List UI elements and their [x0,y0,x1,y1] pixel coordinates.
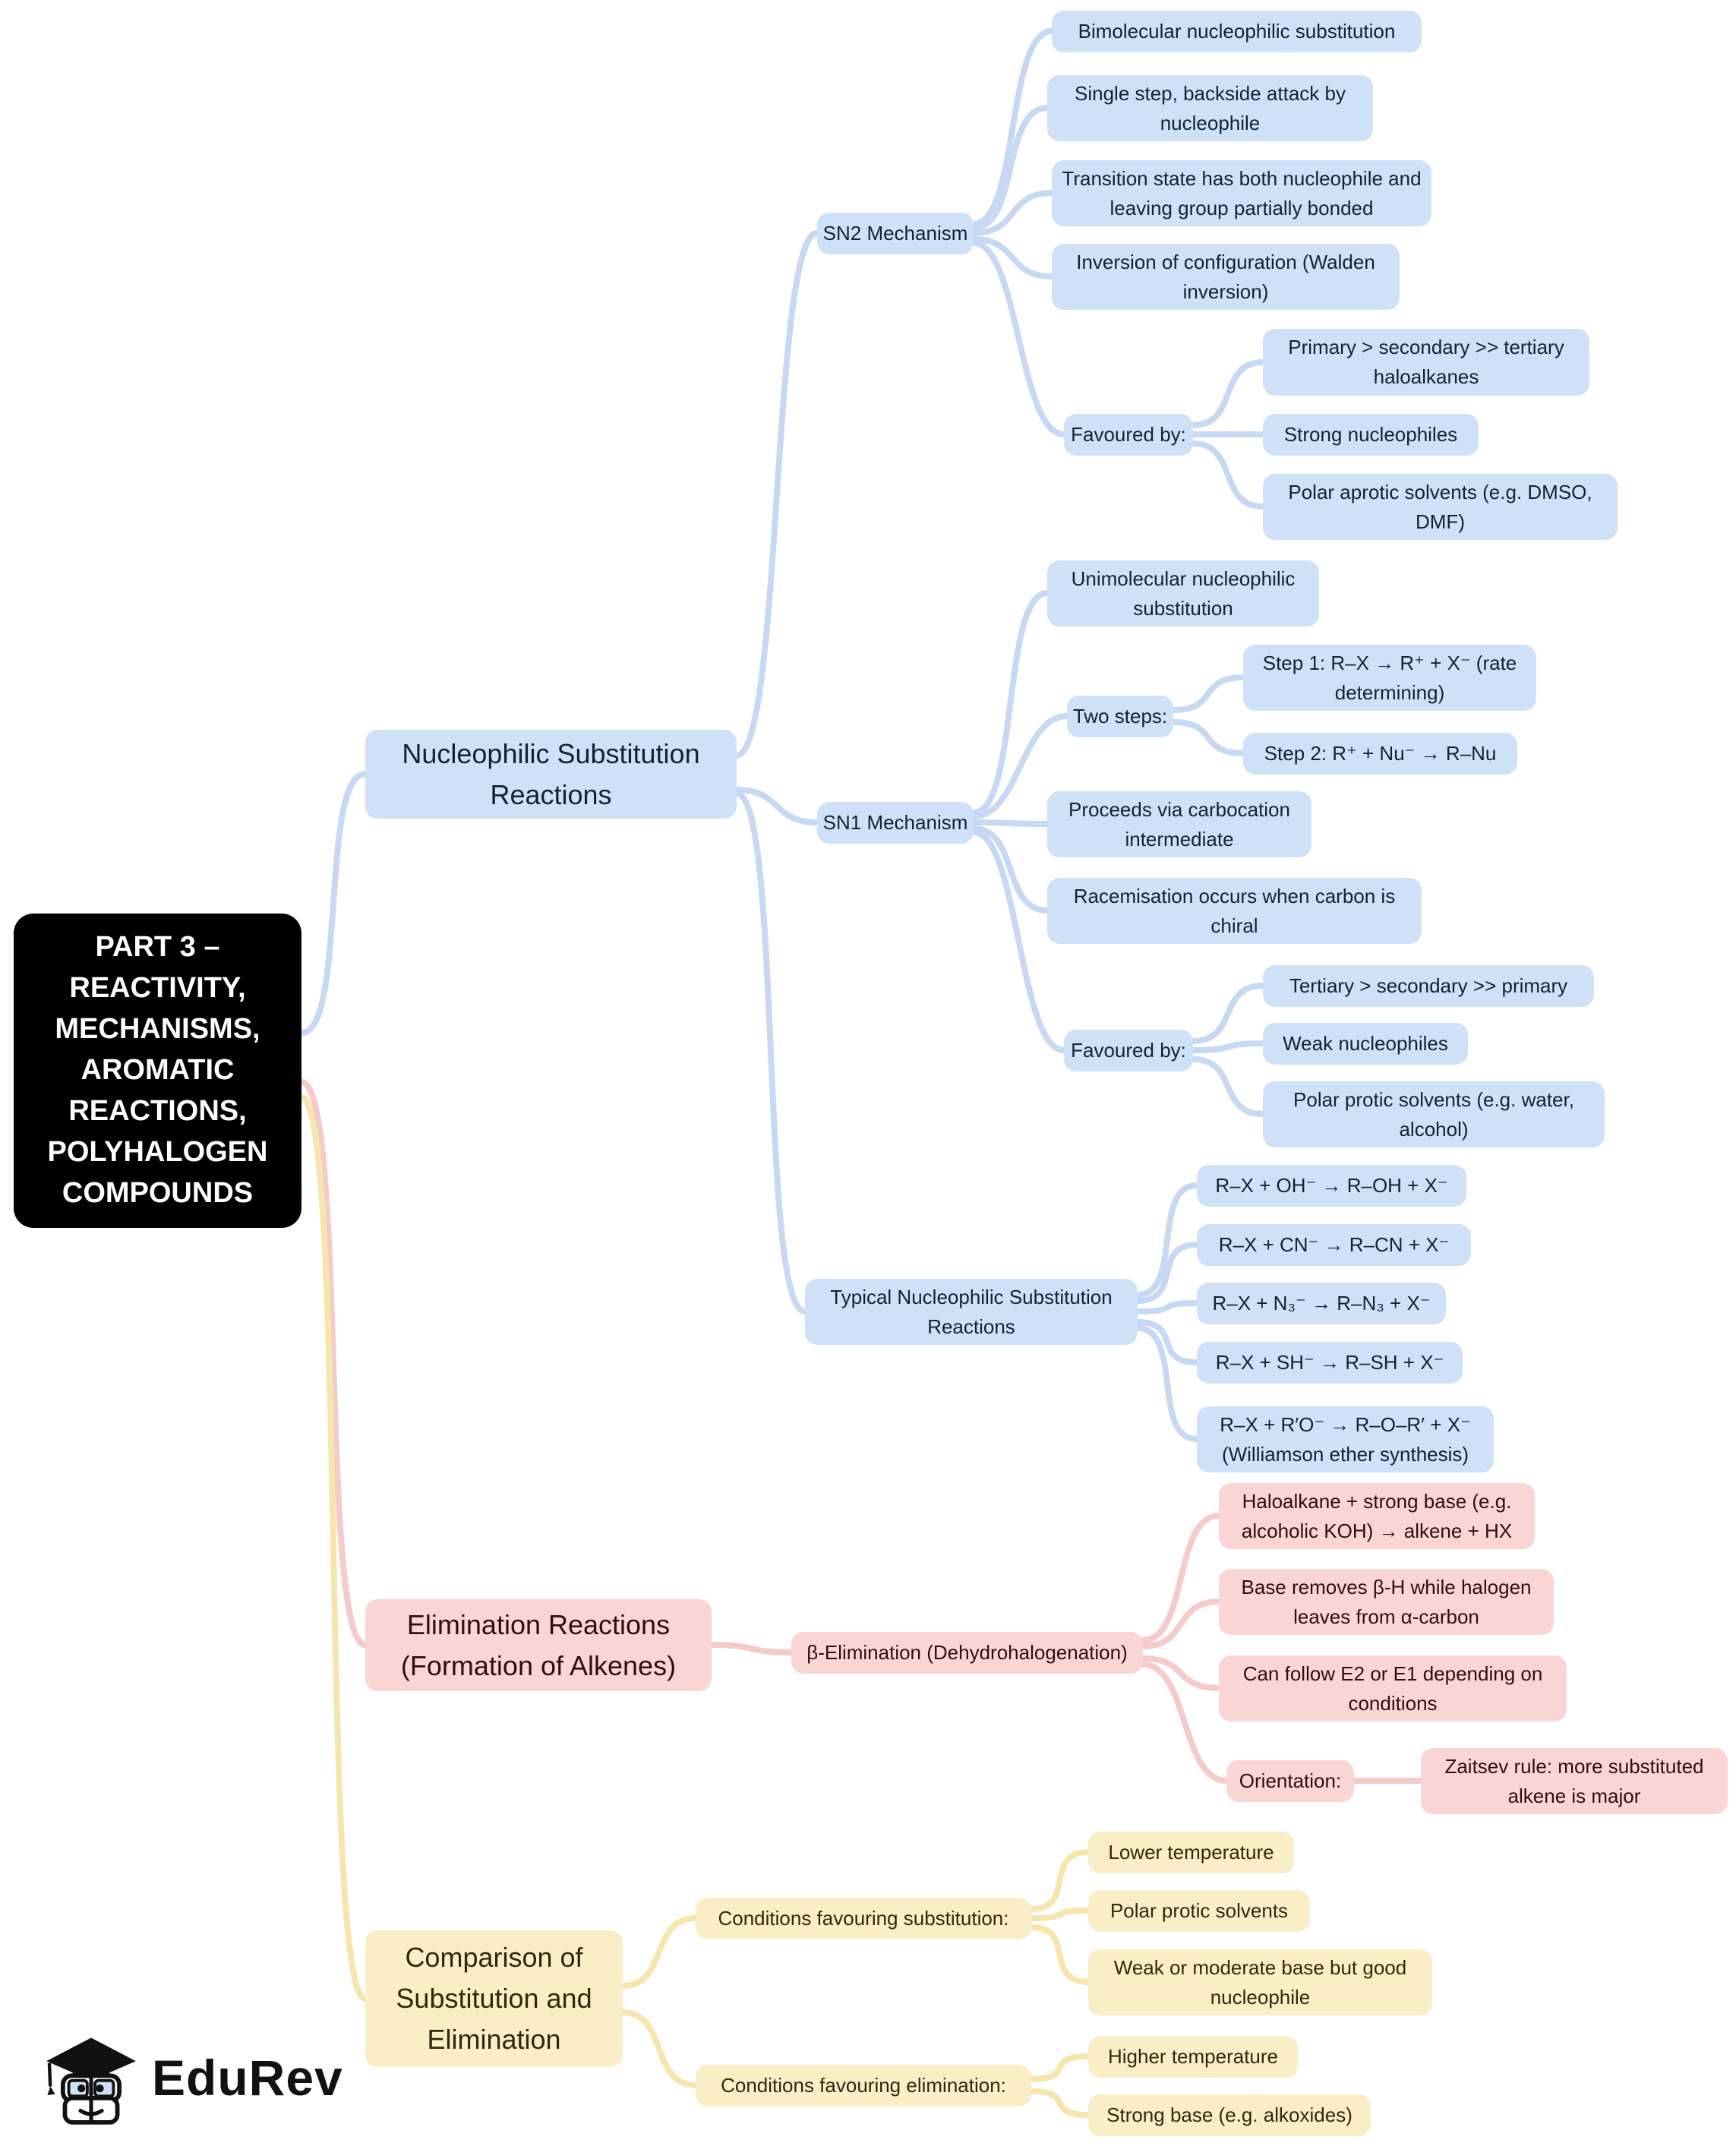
node-sn1-mechanism: SN1 Mechanism [817,802,974,844]
node-typical-reactions: Typical Nucleophilic Substitution Reacti… [805,1279,1138,1345]
sn2-favoured-item: Strong nucleophiles [1263,414,1479,456]
branch-comparison: Comparison of Substitution and Eliminati… [365,1930,623,2067]
beta-fact: Can follow E2 or E1 depending on conditi… [1219,1655,1567,1722]
sn2-fact: Inversion of configuration (Walden inver… [1052,244,1400,310]
node-sn2-mechanism: SN2 Mechanism [817,213,974,254]
typical-reaction: R–X + SH⁻ → R–SH + X⁻ [1197,1342,1463,1384]
node-orientation: Orientation: [1226,1760,1354,1802]
substitution-condition: Weak or moderate base but good nucleophi… [1088,1949,1432,2015]
branch-substitution: Nucleophilic Substitution Reactions [365,730,737,819]
substitution-connectors [298,28,1266,1442]
sn2-favoured-item: Primary > secondary >> tertiary haloalka… [1263,329,1589,396]
edurev-logo-icon [46,2037,136,2125]
sn1-fact: Proceeds via carbocation intermediate [1047,791,1311,857]
sn1-two-steps: Two steps: [1067,696,1173,737]
beta-fact: Base removes β-H while halogen leaves fr… [1219,1569,1554,1635]
elimination-condition: Strong base (e.g. alkoxides) [1088,2094,1371,2136]
branch-elimination: Elimination Reactions (Formation of Alke… [365,1599,712,1691]
orientation-rule: Zaitsev rule: more substituted alkene is… [1421,1748,1728,1814]
sn2-fact: Single step, backside attack by nucleoph… [1047,75,1373,141]
sn2-favoured-by: Favoured by: [1064,414,1193,456]
node-beta-elimination: β-Elimination (Dehydrohalogenation) [791,1632,1143,1674]
sn1-fact: Racemisation occurs when carbon is chira… [1047,878,1422,944]
edurev-logo: EduRev [41,2029,343,2126]
sn2-fact: Bimolecular nucleophilic substitution [1052,11,1422,52]
beta-fact: Haloalkane + strong base (e.g. alcoholic… [1219,1483,1535,1549]
sn1-favoured-item: Polar protic solvents (e.g. water, alcoh… [1263,1081,1605,1147]
elimination-connectors [298,1079,1424,1785]
typical-reaction: R–X + CN⁻ → R–CN + X⁻ [1197,1224,1471,1266]
sn1-fact: Unimolecular nucleophilic substitution [1047,560,1319,626]
node-conditions-elimination: Conditions favouring elimination: [696,2065,1031,2107]
typical-reaction: R–X + N₃⁻ → R–N₃ + X⁻ [1197,1283,1446,1324]
sn2-fact: Transition state has both nucleophile an… [1052,160,1431,226]
sn2-favoured-item: Polar aprotic solvents (e.g. DMSO, DMF) [1263,474,1618,540]
edurev-logo-text: EduRev [152,2050,343,2106]
sn1-favoured-by: Favoured by: [1064,1030,1193,1071]
root-topic: PART 3 – REACTIVITY, MECHANISMS, AROMATI… [14,914,301,1228]
typical-reaction: R–X + OH⁻ → R–OH + X⁻ [1197,1165,1466,1207]
elimination-condition: Higher temperature [1088,2036,1298,2078]
comparison-connectors [298,1094,1091,2118]
sn1-favoured-item: Tertiary > secondary >> primary [1263,965,1594,1007]
substitution-condition: Lower temperature [1088,1832,1294,1873]
sn1-step: Step 1: R–X → R⁺ + X⁻ (rate determining) [1243,645,1536,711]
node-conditions-substitution: Conditions favouring substitution: [696,1898,1031,1939]
sn1-favoured-item: Weak nucleophiles [1263,1023,1468,1065]
substitution-condition: Polar protic solvents [1088,1890,1310,1932]
sn1-step: Step 2: R⁺ + Nu⁻ → R–Nu [1243,733,1517,775]
typical-reaction: R–X + R′O⁻ → R–O–R′ + X⁻ (Williamson eth… [1197,1406,1494,1472]
